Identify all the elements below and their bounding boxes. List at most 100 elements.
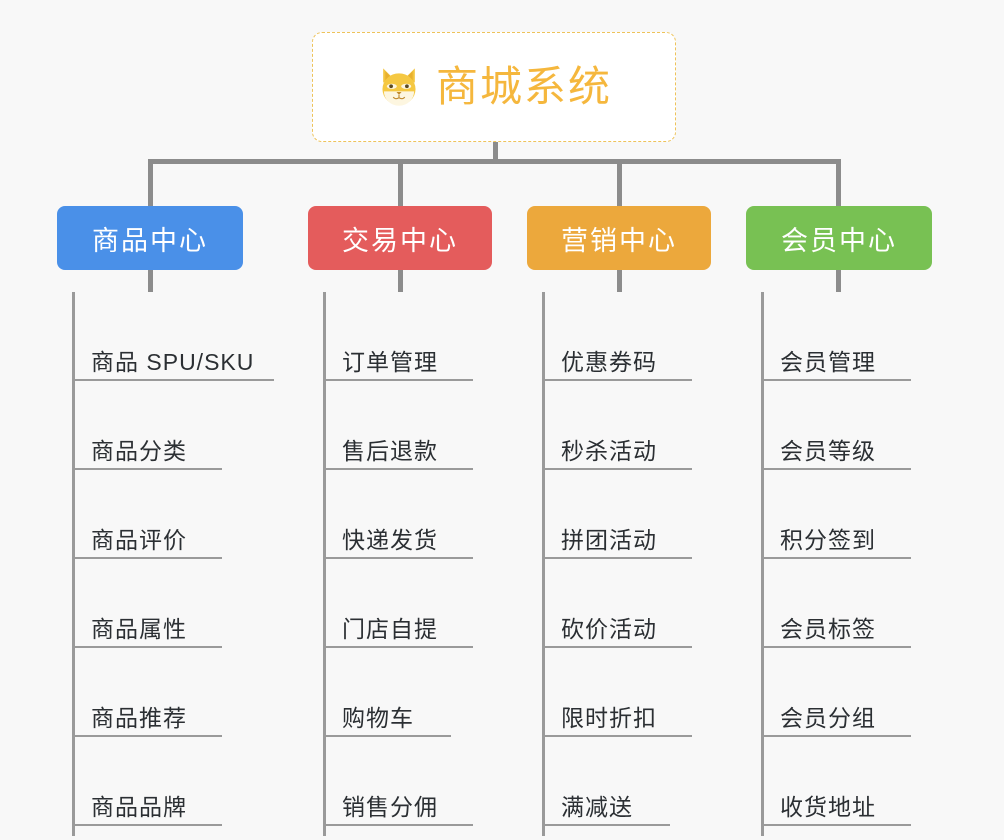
leaf-label: 优惠券码: [561, 348, 657, 375]
leaf-label: 会员分组: [780, 704, 876, 731]
leaf-item[interactable]: 会员等级: [746, 381, 911, 470]
leaf-label: 快递发货: [342, 526, 438, 553]
branch-bus-connector: [149, 159, 839, 164]
branch-header-label: 营销中心: [561, 225, 677, 256]
leaf-item[interactable]: 砍价活动: [527, 559, 692, 648]
leaf-underline: [323, 735, 451, 737]
leaf-item[interactable]: 销售分佣: [308, 737, 473, 826]
leaf-underline: [761, 824, 911, 826]
leaf-item[interactable]: 秒杀活动: [527, 381, 692, 470]
leaf-label: 商品分类: [91, 437, 187, 464]
leaf-item[interactable]: 门店自提: [308, 559, 473, 648]
leaf-underline: [761, 468, 911, 470]
branch-header-member[interactable]: 会员中心: [746, 206, 932, 270]
branch-spine-trade: [323, 292, 326, 836]
leaf-label: 商品 SPU/SKU: [91, 348, 255, 375]
leaf-underline: [761, 735, 911, 737]
leaf-label: 商品评价: [91, 526, 187, 553]
shiba-dog-icon: [382, 68, 416, 106]
leaf-item[interactable]: 积分签到: [746, 470, 911, 559]
leaf-underline: [542, 735, 692, 737]
leaf-list-marketing: 优惠券码 秒杀活动 拼团活动 砍价活动 限时折扣 满减送: [527, 292, 692, 826]
leaf-label: 商品属性: [91, 615, 187, 642]
leaf-item[interactable]: 会员分组: [746, 648, 911, 737]
branch-header-product[interactable]: 商品中心: [57, 206, 243, 270]
drop-connector-4: [836, 159, 841, 207]
leaf-underline: [72, 735, 222, 737]
leaf-label: 会员管理: [780, 348, 876, 375]
leaf-label: 销售分佣: [342, 793, 438, 820]
leaf-underline: [72, 646, 222, 648]
drop-connector-3: [617, 159, 622, 207]
root-title: 商城系统: [435, 63, 612, 110]
leaf-list-trade: 订单管理 售后退款 快递发货 门店自提 购物车 销售分佣: [308, 292, 473, 826]
leaf-label: 会员标签: [780, 615, 876, 642]
leaf-item[interactable]: 商品评价: [57, 470, 254, 559]
leaf-item[interactable]: 拼团活动: [527, 470, 692, 559]
leaf-underline: [72, 468, 222, 470]
leaf-underline: [72, 379, 274, 381]
drop-connector-2: [398, 159, 403, 207]
leaf-item[interactable]: 优惠券码: [527, 292, 692, 381]
branch-spine-marketing: [542, 292, 545, 836]
leaf-item[interactable]: 商品 SPU/SKU: [57, 292, 274, 381]
branch-header-trade[interactable]: 交易中心: [308, 206, 492, 270]
leaf-label: 订单管理: [342, 348, 438, 375]
branch-column-member: 会员中心 会员管理 会员等级 积分签到 会员标签 会员分组: [746, 206, 932, 836]
stub-connector-3: [617, 270, 622, 292]
leaf-label: 秒杀活动: [561, 437, 657, 464]
branch-header-label: 交易中心: [342, 225, 458, 256]
leaf-item[interactable]: 会员管理: [746, 292, 911, 381]
root-node[interactable]: 商城系统: [312, 32, 676, 142]
leaf-label: 商品推荐: [91, 704, 187, 731]
leaf-underline: [761, 379, 911, 381]
leaf-item[interactable]: 快递发货: [308, 470, 473, 559]
leaf-label: 商品品牌: [91, 793, 187, 820]
leaf-item[interactable]: 售后退款: [308, 381, 473, 470]
leaf-underline: [761, 646, 911, 648]
leaf-label: 门店自提: [342, 615, 438, 642]
leaf-item[interactable]: 商品分类: [57, 381, 254, 470]
leaf-item[interactable]: 满减送: [527, 737, 670, 826]
branch-spine-product: [72, 292, 75, 836]
leaf-item[interactable]: 限时折扣: [527, 648, 692, 737]
leaf-item[interactable]: 购物车: [308, 648, 451, 737]
leaf-list-member: 会员管理 会员等级 积分签到 会员标签 会员分组 收货地址: [746, 292, 911, 826]
leaf-item[interactable]: 会员标签: [746, 559, 911, 648]
leaf-underline: [323, 379, 473, 381]
leaf-underline: [542, 468, 692, 470]
leaf-label: 售后退款: [342, 437, 438, 464]
leaf-underline: [542, 557, 692, 559]
leaf-label: 限时折扣: [561, 704, 657, 731]
stub-connector-1: [148, 270, 153, 292]
leaf-item[interactable]: 商品品牌: [57, 737, 254, 826]
leaf-underline: [761, 557, 911, 559]
leaf-underline: [323, 824, 473, 826]
leaf-label: 满减送: [561, 793, 633, 820]
leaf-label: 砍价活动: [561, 615, 657, 642]
leaf-label: 会员等级: [780, 437, 876, 464]
leaf-list-product: 商品 SPU/SKU 商品分类 商品评价 商品属性 商品推荐 商品品牌: [57, 292, 274, 826]
branch-header-label: 商品中心: [92, 225, 208, 256]
leaf-underline: [323, 468, 473, 470]
stub-connector-2: [398, 270, 403, 292]
leaf-label: 积分签到: [780, 526, 876, 553]
leaf-item[interactable]: 订单管理: [308, 292, 473, 381]
leaf-underline: [72, 824, 222, 826]
leaf-underline: [542, 824, 670, 826]
branch-column-product: 商品中心 商品 SPU/SKU 商品分类 商品评价 商品属性 商品推荐: [57, 206, 274, 836]
leaf-underline: [542, 379, 692, 381]
leaf-item[interactable]: 商品属性: [57, 559, 254, 648]
stub-connector-4: [836, 270, 841, 292]
branch-column-marketing: 营销中心 优惠券码 秒杀活动 拼团活动 砍价活动 限时折扣: [527, 206, 711, 836]
leaf-item[interactable]: 商品推荐: [57, 648, 254, 737]
leaf-underline: [542, 646, 692, 648]
branch-header-label: 会员中心: [781, 225, 897, 256]
branch-header-marketing[interactable]: 营销中心: [527, 206, 711, 270]
leaf-label: 拼团活动: [561, 526, 657, 553]
leaf-label: 购物车: [342, 704, 414, 731]
root-stem-connector: [493, 142, 498, 164]
leaf-underline: [72, 557, 222, 559]
branch-spine-member: [761, 292, 764, 836]
leaf-item[interactable]: 收货地址: [746, 737, 911, 826]
